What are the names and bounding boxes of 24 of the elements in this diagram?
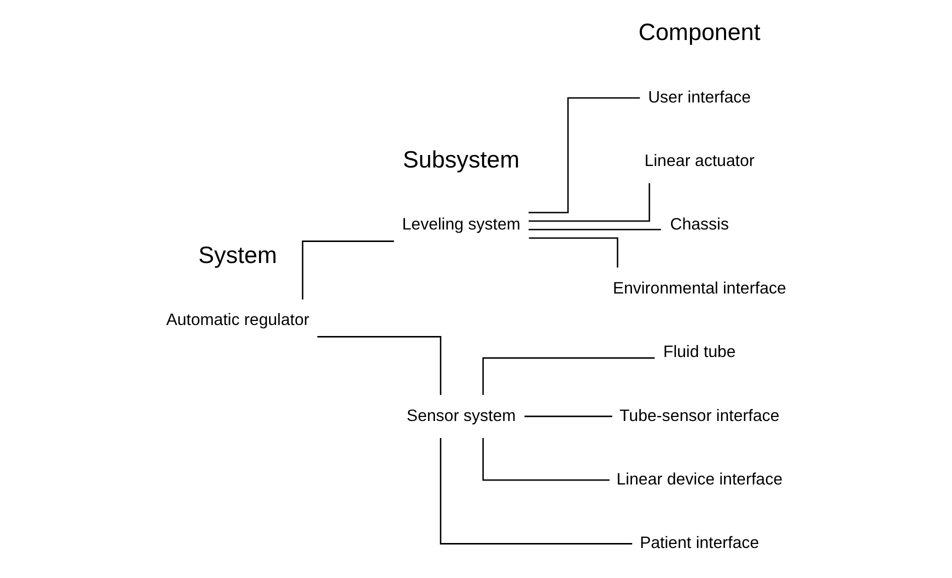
connector xyxy=(524,416,612,418)
connector xyxy=(302,240,394,300)
node-text: Linear actuator xyxy=(644,152,755,170)
node-text: User interface xyxy=(648,88,751,106)
label: Subsystem xyxy=(402,146,520,173)
node-text: Environmental interface xyxy=(612,279,786,298)
connector xyxy=(482,438,610,481)
connector xyxy=(528,228,661,230)
node-text: Chassis xyxy=(670,216,729,234)
node-text: Automatic regulator xyxy=(166,311,310,330)
connector xyxy=(440,438,632,544)
node-text: Tube-sensor interface xyxy=(620,406,780,425)
node-text: Patient interface xyxy=(640,534,760,552)
connector xyxy=(528,237,618,268)
node-text: Linear device interface xyxy=(616,470,783,488)
label: System xyxy=(198,242,278,268)
connector xyxy=(482,357,655,395)
node-text: Leveling system xyxy=(402,216,520,234)
connector xyxy=(528,183,650,222)
node-text: Fluid tube xyxy=(663,343,736,362)
connector xyxy=(317,336,442,396)
connector xyxy=(528,97,640,214)
node-text: Sensor system xyxy=(406,406,516,425)
label: Component xyxy=(638,19,760,46)
